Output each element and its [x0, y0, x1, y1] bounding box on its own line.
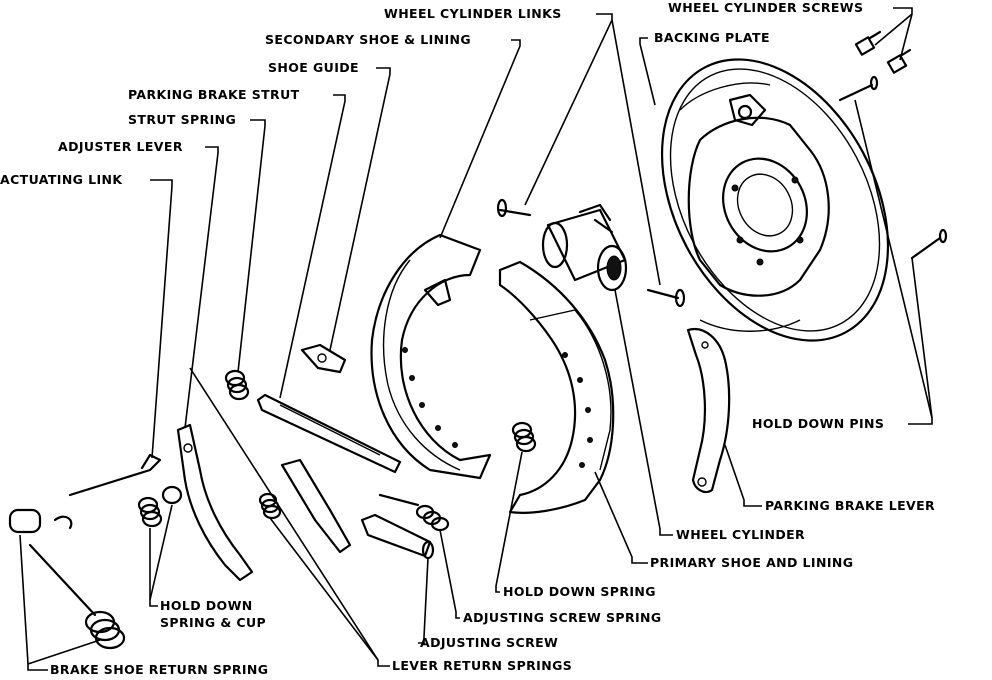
label-secondary-shoe-lining: SECONDARY SHOE & LINING — [265, 32, 472, 47]
label-wheel-cylinder-links: WHEEL CYLINDER LINKS — [384, 6, 562, 21]
adjuster-lever-part — [176, 423, 254, 582]
shoe-guide-part — [300, 343, 347, 374]
label-hold-down-spring-cup-line2: SPRING & CUP — [160, 615, 267, 630]
secondary-shoe-part — [370, 233, 492, 480]
label-adjusting-screw: ADJUSTING SCREW — [420, 635, 559, 650]
label-hold-down-spring-cup-line1: HOLD DOWN — [160, 598, 253, 613]
label-parking-brake-strut: PARKING BRAKE STRUT — [128, 87, 300, 102]
parking-brake-strut-part — [256, 393, 402, 474]
label-wheel-cylinder-screws: WHEEL CYLINDER SCREWS — [668, 0, 864, 15]
actuating-link-part — [68, 453, 162, 497]
label-parking-brake-lever: PARKING BRAKE LEVER — [765, 498, 936, 513]
adjusting-screw-spring-part — [378, 493, 450, 532]
label-hold-down-pins: HOLD DOWN PINS — [752, 416, 885, 431]
lever-return-spring-part — [258, 458, 352, 554]
brake-shoe-return-spring-part — [8, 508, 126, 650]
hold-down-spring-cup-part — [137, 485, 183, 528]
backing-plate-part — [660, 58, 890, 342]
label-brake-shoe-return-spring: BRAKE SHOE RETURN SPRING — [50, 662, 269, 677]
label-strut-spring: STRUT SPRING — [128, 112, 237, 127]
strut-spring-part — [224, 369, 250, 401]
adjusting-screw-part — [360, 513, 435, 560]
hold-down-pins-part — [838, 75, 948, 260]
label-adjuster-lever: ADJUSTER LEVER — [58, 139, 183, 154]
label-wheel-cylinder: WHEEL CYLINDER — [676, 527, 806, 542]
label-backing-plate: BACKING PLATE — [654, 30, 770, 45]
parking-brake-lever-part — [686, 327, 731, 494]
wheel-cylinder-screws-part — [854, 30, 912, 74]
hold-down-spring-part — [511, 421, 537, 453]
label-adjusting-screw-spring: ADJUSTING SCREW SPRING — [463, 610, 662, 625]
label-lever-return-springs: LEVER RETURN SPRINGS — [392, 658, 573, 673]
label-hold-down-spring: HOLD DOWN SPRING — [503, 584, 656, 599]
primary-shoe-part — [498, 260, 615, 514]
label-primary-shoe-lining: PRIMARY SHOE AND LINING — [650, 555, 854, 570]
label-shoe-guide: SHOE GUIDE — [268, 60, 359, 75]
wheel-cylinder-part — [541, 203, 628, 292]
label-actuating-link: ACTUATING LINK — [0, 172, 123, 187]
wheel-cylinder-links-part — [496, 198, 686, 308]
leader-lines — [19, 7, 933, 671]
